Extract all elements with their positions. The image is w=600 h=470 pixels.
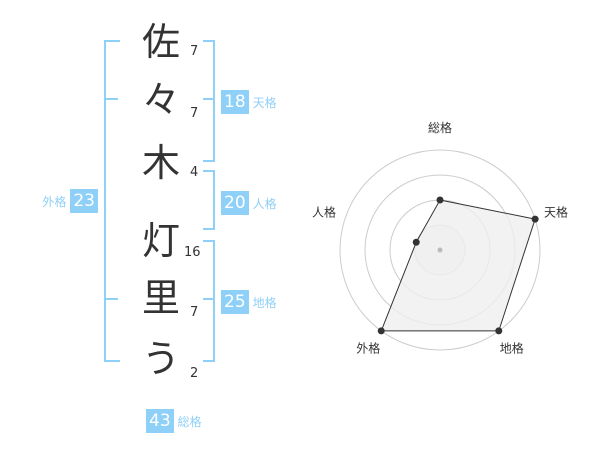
- radar-grid-ring: [339, 149, 541, 351]
- gaikaku-bracket: [104, 40, 120, 362]
- stroke-count-5: 7: [190, 305, 199, 320]
- name-char-3: 木: [141, 141, 180, 185]
- radar-axis-label: 総格: [428, 120, 452, 135]
- soukaku-label: 総格: [177, 414, 202, 429]
- char-tick: [203, 98, 213, 100]
- tenkaku-badge: 18 天格: [221, 90, 277, 114]
- jinkaku-badge: 20 人格: [221, 191, 277, 215]
- radar-point: [412, 238, 420, 246]
- gaikaku-label: 外格: [42, 194, 67, 209]
- jinkaku-value: 20: [221, 191, 249, 215]
- radar-axis-label: 人格: [312, 204, 336, 219]
- name-char-5: 里: [141, 276, 180, 320]
- chikaku-value: 25: [221, 290, 249, 314]
- char-tick: [203, 298, 213, 300]
- radar-axis-label: 天格: [544, 204, 568, 219]
- jinkaku-bracket: [203, 170, 215, 230]
- stroke-count-1: 7: [190, 44, 199, 59]
- radar-center: [437, 247, 443, 253]
- radar-axis-label: 外格: [356, 341, 380, 356]
- jinkaku-label: 人格: [252, 196, 277, 211]
- name-char-4: 灯: [141, 219, 180, 263]
- radar-axis-label: 地格: [500, 341, 524, 356]
- gaikaku-badge: 23 外格: [42, 189, 98, 213]
- stroke-count-3: 4: [190, 165, 199, 180]
- soukaku-badge: 43 総格: [146, 409, 202, 433]
- radar-series-area: [380, 199, 536, 332]
- name-char-1: 佐: [141, 20, 180, 64]
- chikaku-bracket: [203, 240, 215, 362]
- char-tick: [104, 98, 118, 100]
- name-char-2: 々: [141, 78, 180, 122]
- soukaku-value: 43: [146, 409, 174, 433]
- char-tick: [104, 298, 118, 300]
- radar-point: [531, 215, 539, 223]
- stroke-count-4: 16: [184, 245, 201, 260]
- tenkaku-label: 天格: [252, 95, 277, 110]
- chikaku-label: 地格: [252, 295, 277, 310]
- stroke-count-6: 2: [190, 366, 199, 381]
- radar-point: [495, 327, 503, 335]
- tenkaku-bracket: [203, 40, 215, 162]
- gaikaku-value: 23: [70, 189, 98, 213]
- name-char-6: う: [141, 337, 180, 381]
- chikaku-badge: 25 地格: [221, 290, 277, 314]
- radar-point: [377, 327, 385, 335]
- stroke-count-2: 7: [190, 106, 199, 121]
- radar-point: [436, 196, 444, 204]
- tenkaku-value: 18: [221, 90, 249, 114]
